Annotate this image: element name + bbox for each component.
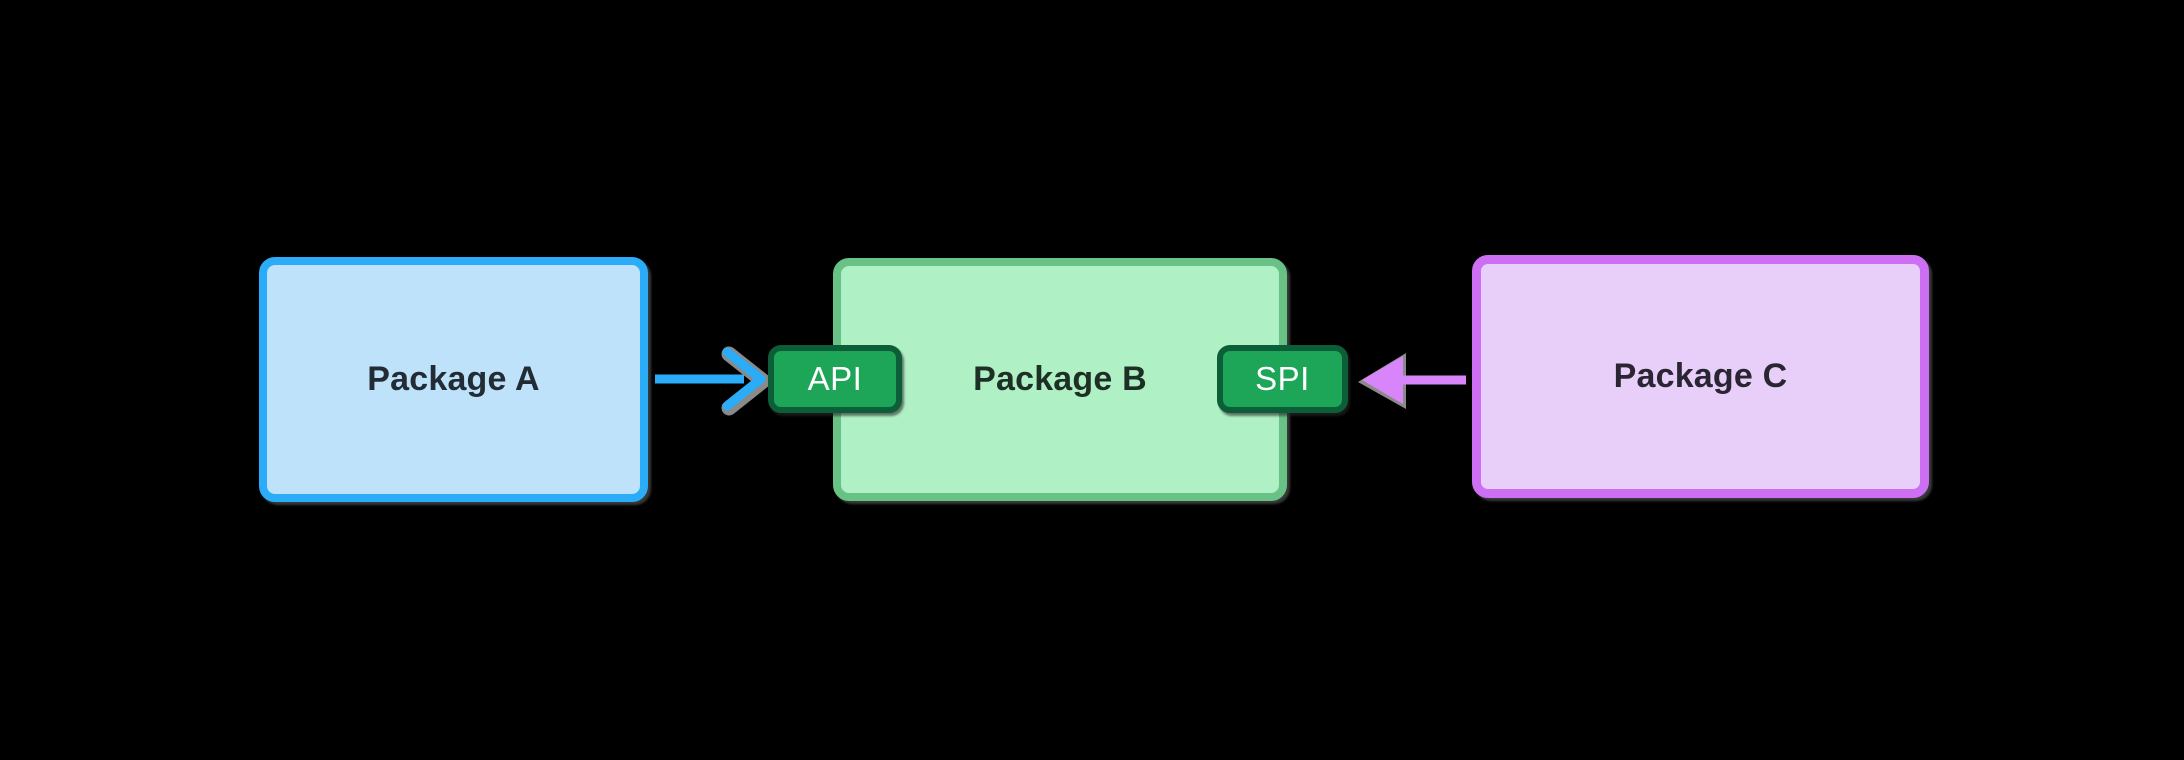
- left-triangle-arrowhead-shadow: [1358, 353, 1406, 409]
- badge-spi-label: SPI: [1255, 360, 1310, 397]
- arrow-a-to-api: [655, 346, 771, 416]
- node-package-b: Package B: [833, 258, 1287, 501]
- node-package-a-label: Package A: [367, 360, 540, 398]
- badge-api: API: [768, 345, 902, 413]
- arrow-c-to-spi: [1358, 353, 1466, 409]
- node-package-b-label: Package B: [973, 360, 1147, 398]
- node-package-a: Package A: [259, 257, 648, 502]
- node-package-c: Package C: [1472, 255, 1929, 498]
- left-triangle-arrowhead-icon: [1362, 356, 1403, 404]
- node-package-c-label: Package C: [1613, 357, 1788, 395]
- badge-spi: SPI: [1217, 345, 1348, 413]
- right-chevron-arrowhead-icon: [722, 347, 766, 411]
- right-chevron-arrowhead-shadow: [721, 346, 771, 416]
- badge-api-label: API: [807, 360, 863, 397]
